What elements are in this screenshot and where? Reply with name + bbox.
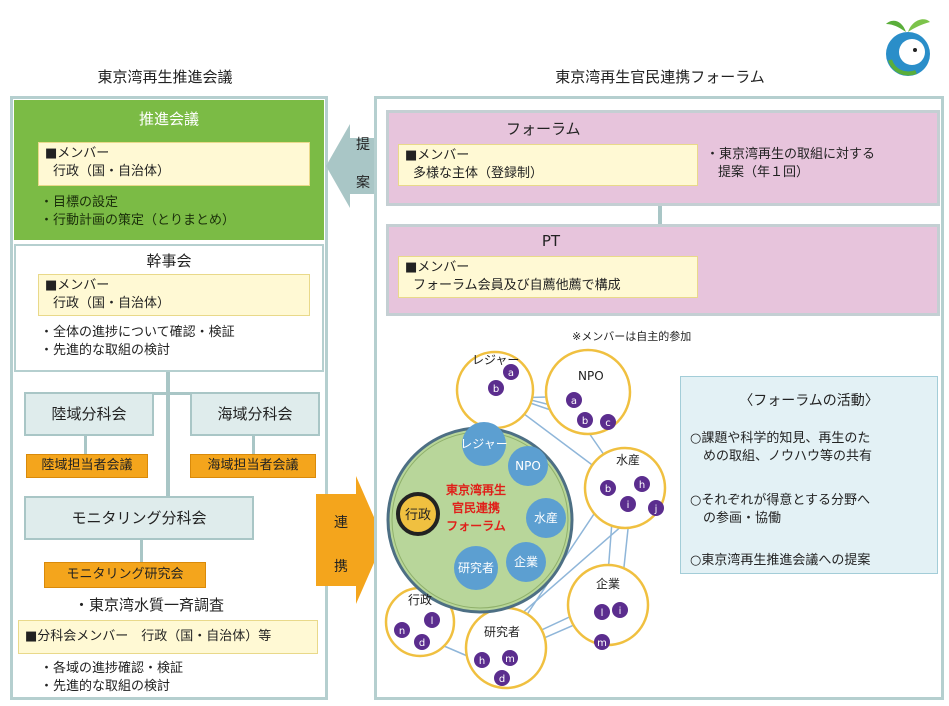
- inner-label: NPO: [515, 459, 541, 473]
- activity-1b: めの取組、ノウハウ等の共有: [690, 449, 873, 464]
- dot-label: l: [601, 608, 604, 619]
- dot-label: m: [597, 638, 607, 649]
- suishin-bullet-2: ・行動計画の策定（とりまとめ）: [40, 213, 236, 228]
- forum-member-title: ■メンバー: [405, 148, 470, 163]
- inner-kenkyusha-circle: [454, 546, 498, 590]
- dot-label: b: [493, 384, 499, 395]
- kanji-bullet-2: ・先進的な取組の検討: [40, 343, 171, 358]
- group-label: 水産: [616, 452, 640, 467]
- renkei-char-2: 携: [334, 559, 348, 575]
- teian-char-2: 案: [356, 175, 370, 191]
- suishin-member-box: ■メンバー 行政（国・自治体）: [38, 142, 310, 186]
- connector: [658, 206, 662, 226]
- dot-label: i: [619, 606, 622, 617]
- dot-label: m: [505, 654, 515, 665]
- dot-label: b: [582, 416, 588, 427]
- pt-head: PT: [541, 232, 561, 250]
- dot-label: c: [605, 418, 611, 429]
- center-line-1: 東京湾再生: [446, 482, 506, 497]
- suishin-bullet-1: ・目標の設定: [40, 195, 119, 210]
- monitoring-kenkyu: モニタリング研究会: [44, 562, 206, 588]
- connector: [140, 538, 143, 562]
- dot-label: d: [499, 674, 505, 685]
- left-bullet-1: ・各域の進捗確認・検証: [40, 661, 184, 676]
- group-label: NPO: [578, 369, 604, 383]
- dot-label: l: [431, 616, 434, 627]
- rikuiki-tanto: 陸域担当者会議: [26, 454, 148, 478]
- activities-title: 〈フォーラムの活動〉: [739, 393, 879, 409]
- kanji-head: 幹事会: [146, 252, 192, 270]
- inner-leisure-circle: [462, 422, 506, 466]
- dot-label: h: [479, 656, 485, 667]
- forum-head: フォーラム: [506, 120, 581, 138]
- activity-2b: の参画・協働: [690, 511, 782, 526]
- activities-box: [680, 376, 938, 574]
- forum-note-2: 提案（年１回）: [718, 165, 810, 180]
- rikuiki-box: 陸域分科会: [24, 392, 154, 436]
- logo-icon: [886, 19, 930, 76]
- pt-member-title: ■メンバー: [405, 260, 470, 275]
- dot-label: h: [639, 480, 645, 491]
- forum-member-box: ■メンバー 多様な主体（登録制）: [398, 144, 698, 186]
- dot-label: a: [508, 368, 514, 379]
- dot-label: b: [605, 484, 611, 495]
- inner-label: レジャー: [460, 437, 507, 451]
- forum-note-1: ・東京湾再生の取組に対する: [706, 147, 876, 162]
- teian-char-1: 提: [356, 137, 370, 153]
- inner-label: 研究者: [458, 560, 494, 575]
- connector: [166, 392, 170, 500]
- pt-member-body: フォーラム会員及び自薦他薦で構成: [413, 278, 621, 293]
- member-dots: [394, 364, 664, 686]
- footnote: ※メンバーは自主的参加: [572, 330, 692, 343]
- group-label: レジャー: [472, 353, 519, 367]
- suishin-head: 推進会議: [14, 108, 324, 129]
- kanji-member-title: ■メンバー: [45, 278, 110, 293]
- dot-label: d: [419, 638, 425, 649]
- suishin-member-title: ■メンバー: [45, 146, 110, 161]
- connector: [252, 436, 255, 456]
- inner-kigyo-circle: [506, 542, 546, 582]
- group-label: 研究者: [484, 624, 520, 639]
- connector: [166, 372, 170, 394]
- bunkakai-member-box: ■分科会メンバー 行政（国・自治体）等: [18, 620, 318, 654]
- group-label: 企業: [596, 576, 620, 591]
- group-npo-circle: [544, 348, 632, 436]
- kanji-bullet-1: ・全体の進捗について確認・検証: [40, 325, 235, 340]
- monitoring-box: モニタリング分科会: [24, 496, 254, 540]
- kanji-member-box: ■メンバー 行政（国・自治体）: [38, 274, 310, 316]
- left-title: 東京湾再生推進会議: [97, 68, 233, 86]
- inner-gyosei-circle: [396, 492, 440, 536]
- network-diagram: レジャー NPO 水産 企業 研究者 行政 東京湾再生 官民連携 フォーラム レ…: [384, 348, 667, 690]
- center-line-2: 官民連携: [452, 500, 500, 515]
- suishin-member-body: 行政（国・自治体）: [53, 164, 171, 179]
- renkei-char-1: 連: [334, 515, 348, 531]
- group-label: 行政: [408, 593, 432, 607]
- renkei-arrow: [316, 476, 384, 604]
- inner-label: 水産: [534, 510, 558, 525]
- survey-text: ・東京湾水質一斉調査: [74, 596, 225, 614]
- right-title: 東京湾再生官民連携フォーラム: [555, 68, 765, 86]
- center-line-3: フォーラム: [446, 519, 506, 533]
- dot-label: n: [399, 626, 405, 637]
- inner-npo-circle: [508, 446, 548, 486]
- teian-arrow: [326, 124, 384, 208]
- activity-2a: ○それぞれが得意とする分野へ: [690, 493, 870, 508]
- inner-label: 企業: [514, 554, 538, 569]
- gyosei-center-label: 行政: [405, 508, 431, 523]
- activity-3: ○東京湾再生推進会議への提案: [690, 553, 871, 568]
- kanji-member-body: 行政（国・自治体）: [53, 296, 171, 311]
- dot-label: a: [571, 396, 577, 407]
- kaiiki-box: 海域分科会: [190, 392, 320, 436]
- kaiiki-tanto: 海域担当者会議: [190, 454, 316, 478]
- group-suisan-circle: [583, 446, 667, 530]
- forum-member-body: 多様な主体（登録制）: [413, 166, 544, 181]
- dot-label: i: [627, 500, 630, 511]
- pt-member-box: ■メンバー フォーラム会員及び自薦他薦で構成: [398, 256, 698, 298]
- inner-suisan-circle: [526, 498, 566, 538]
- connector: [84, 436, 87, 456]
- activity-1a: ○課題や科学的知見、再生のた: [690, 431, 871, 446]
- left-bullet-2: ・先進的な取組の検討: [40, 679, 171, 694]
- dot-label: j: [654, 504, 658, 515]
